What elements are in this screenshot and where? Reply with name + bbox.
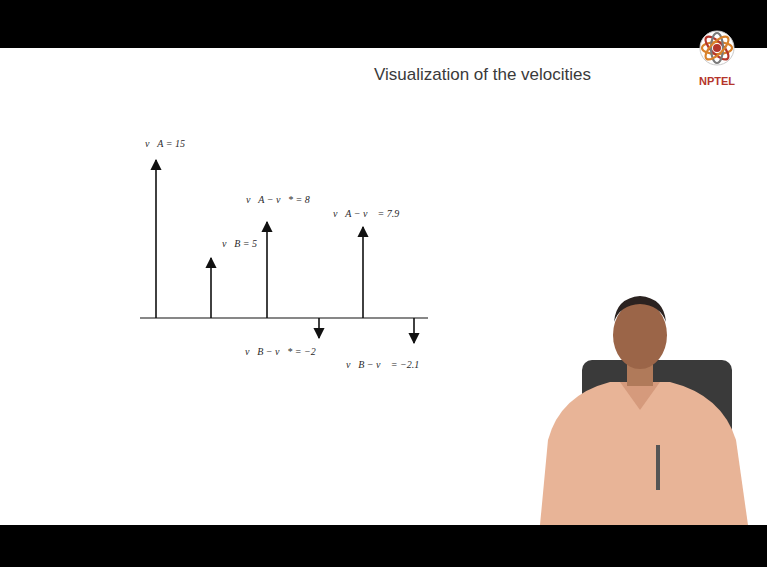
velocity-arrow	[362, 227, 364, 318]
bottom-bar	[0, 525, 767, 567]
velocity-label: v⃗B = 5	[222, 238, 257, 249]
velocity-label: v⃗A − v⃗ = 7.9	[333, 208, 399, 219]
slide-title: Visualization of the velocities	[374, 65, 591, 85]
velocity-label: v⃗B − v⃗* = −2	[245, 346, 316, 357]
axis-line	[140, 317, 428, 318]
velocity-arrow	[210, 258, 212, 318]
velocity-arrow	[413, 318, 415, 343]
velocity-arrow	[155, 160, 157, 318]
velocity-label: v⃗A − v⃗* = 8	[246, 194, 310, 205]
velocity-arrow	[318, 318, 320, 338]
presenter-figure	[540, 296, 748, 525]
top-bar	[0, 0, 767, 48]
velocity-arrows	[156, 160, 414, 343]
logo-emblem	[700, 31, 734, 65]
velocity-label: v⃗A = 15	[145, 138, 185, 149]
velocity-label: v⃗B − v⃗ = −2.1	[346, 359, 419, 370]
logo-text: NPTEL	[699, 75, 735, 87]
velocity-arrow	[266, 222, 268, 318]
